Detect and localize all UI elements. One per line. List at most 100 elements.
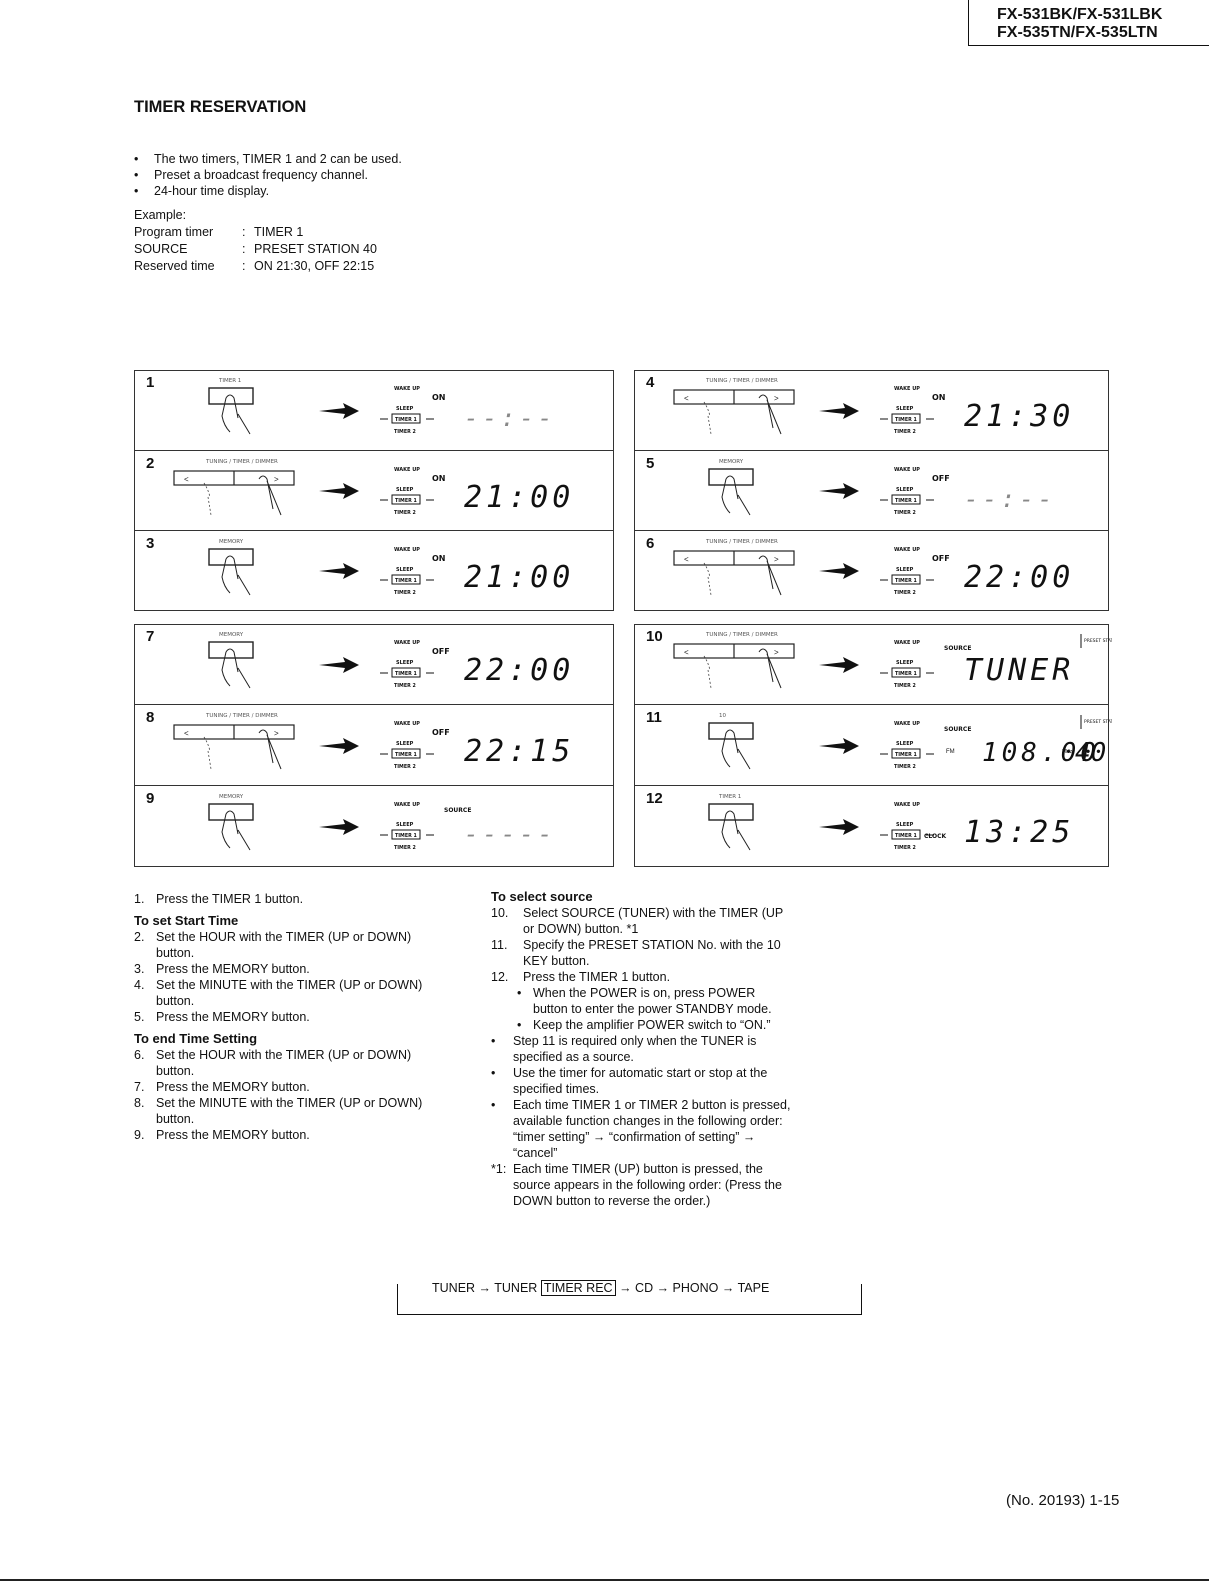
steps-right-column: To select source 10.Select SOURCE (TUNER… bbox=[491, 889, 793, 1209]
model-line-2: FX-535TN/FX-535LTN bbox=[997, 24, 1158, 41]
display-indicator: TIMER 2 bbox=[894, 764, 916, 770]
illustration-frame-bottom-right bbox=[634, 624, 1109, 867]
display-indicator: SLEEP bbox=[896, 660, 914, 666]
bottom-rule bbox=[0, 1579, 1209, 1581]
note-bullet: Each time TIMER 1 or TIMER 2 button is p… bbox=[491, 1097, 793, 1129]
display-indicator: TIMER 2 bbox=[394, 510, 416, 516]
unit-indicator: MHz bbox=[1062, 749, 1073, 755]
button-caption: MEMORY bbox=[719, 459, 744, 465]
display-digits: 21:00 bbox=[464, 480, 574, 515]
display-digits: 22:00 bbox=[964, 560, 1074, 595]
example-value: ON 21:30, OFF 22:15 bbox=[254, 259, 375, 273]
button-press-illustration: TUNING / TIMER / DIMMER<> bbox=[173, 713, 295, 770]
example-row: Reserved time : ON 21:30, OFF 22:15 bbox=[134, 258, 377, 275]
display-mode: ON bbox=[432, 393, 446, 402]
illustration-frame-bottom-left bbox=[134, 624, 614, 867]
step-text: Set the MINUTE with the TIMER (UP or DOW… bbox=[156, 1096, 423, 1126]
display-mode: SOURCE bbox=[444, 807, 471, 814]
step-5: 5.Press the MEMORY button. bbox=[134, 1010, 310, 1024]
feature-item: Preset a broadcast frequency channel. bbox=[134, 167, 402, 183]
step-12-note: Keep the amplifier POWER switch to “ON.” bbox=[491, 1017, 793, 1033]
display-indicator: SLEEP bbox=[896, 741, 914, 747]
footnote-1: *1:Each time TIMER (UP) button is presse… bbox=[491, 1161, 793, 1209]
footnote-mark: *1: bbox=[491, 1162, 507, 1176]
example-sep: : bbox=[242, 225, 246, 239]
display-indicator: TIMER 2 bbox=[894, 429, 916, 435]
display-indicator: TIMER 1 bbox=[395, 671, 417, 677]
display-mode: OFF bbox=[932, 474, 950, 483]
step-12-note: When the POWER is on, press POWER button… bbox=[491, 985, 793, 1017]
display-mode: OFF bbox=[432, 647, 450, 656]
svg-text:<: < bbox=[684, 555, 689, 564]
step-2: 2.Set the HOUR with the TIMER (UP or DOW… bbox=[134, 930, 412, 960]
display-indicator: WAKE UP bbox=[894, 467, 920, 473]
station-number: 40 bbox=[1075, 738, 1106, 768]
button-press-illustration: 10 bbox=[708, 713, 754, 770]
display-indicator: TIMER 1 bbox=[395, 752, 417, 758]
svg-text:>: > bbox=[774, 648, 779, 657]
step-text: Select SOURCE (TUNER) with the TIMER (UP… bbox=[523, 906, 784, 936]
step-6: 6.Set the HOUR with the TIMER (UP or DOW… bbox=[134, 1048, 412, 1078]
step-text: Set the MINUTE with the TIMER (UP or DOW… bbox=[156, 978, 423, 1008]
display-indicator: TIMER 1 bbox=[395, 578, 417, 584]
display-mode: SOURCE bbox=[944, 726, 971, 733]
panel-number: 5 bbox=[646, 455, 655, 472]
display-indicator: TIMER 1 bbox=[895, 671, 917, 677]
step-9: 9.Press the MEMORY button. bbox=[134, 1128, 310, 1142]
step-text: Press the TIMER 1 button. bbox=[523, 970, 671, 984]
page-number: (No. 20193) 1-15 bbox=[1006, 1492, 1120, 1509]
display-digits: TUNER bbox=[964, 653, 1074, 688]
display-mode: CLOCK bbox=[924, 833, 947, 840]
display-indicator: SLEEP bbox=[896, 567, 914, 573]
display-mode: OFF bbox=[932, 554, 950, 563]
display-mode: OFF bbox=[432, 728, 450, 737]
button-press-illustration: MEMORY bbox=[208, 632, 254, 689]
display-indicator: TIMER 1 bbox=[895, 417, 917, 423]
display-digits: --:-- bbox=[964, 485, 1056, 513]
example-value: TIMER 1 bbox=[254, 225, 304, 239]
svg-text:>: > bbox=[774, 394, 779, 403]
panel-number: 8 bbox=[146, 709, 155, 726]
model-number-box: FX-531BK/FX-531LBK FX-535TN/FX-535LTN bbox=[968, 0, 1209, 46]
band-indicator: FM bbox=[946, 749, 955, 755]
display-indicator: SLEEP bbox=[396, 567, 414, 573]
display-indicator: TIMER 2 bbox=[394, 845, 416, 851]
example-sep: : bbox=[242, 259, 246, 273]
svg-text:>: > bbox=[274, 729, 279, 738]
right-arrow-icon bbox=[819, 563, 859, 579]
illustration-frame-top-right bbox=[634, 370, 1109, 611]
svg-text:<: < bbox=[184, 729, 189, 738]
display-indicator: WAKE UP bbox=[394, 640, 420, 646]
function-order: “timer setting” → “confirmation of setti… bbox=[513, 1130, 756, 1160]
right-arrow-icon bbox=[319, 818, 359, 835]
preset-station-indicator: PRESET STATION bbox=[1084, 638, 1112, 644]
step-text: Press the MEMORY button. bbox=[156, 1080, 310, 1094]
step-text: Specify the PRESET STATION No. with the … bbox=[523, 938, 781, 968]
source-order-timer-rec: TIMER REC bbox=[540, 1280, 616, 1296]
example-block: Example: Program timer : TIMER 1 SOURCE … bbox=[134, 207, 377, 275]
display-indicator: TIMER 2 bbox=[394, 683, 416, 689]
button-caption: MEMORY bbox=[219, 794, 244, 800]
step-1: 1.Press the TIMER 1 button. bbox=[134, 892, 304, 906]
source-order-part-b: → CD → PHONO → TAPE bbox=[619, 1281, 770, 1295]
panel-number: 1 bbox=[146, 374, 155, 391]
panel-number: 11 bbox=[646, 709, 662, 726]
right-arrow-icon bbox=[819, 656, 859, 673]
button-press-illustration: TIMER 1 bbox=[708, 794, 754, 851]
display-digits: 13:25 bbox=[964, 815, 1074, 850]
example-heading: Example: bbox=[134, 208, 187, 222]
step-4: 4.Set the MINUTE with the TIMER (UP or D… bbox=[134, 978, 423, 1008]
display-indicator: WAKE UP bbox=[894, 640, 920, 646]
display-indicator: WAKE UP bbox=[894, 802, 920, 808]
display-indicator: SLEEP bbox=[396, 660, 414, 666]
button-caption: MEMORY bbox=[219, 632, 244, 638]
display-indicator: TIMER 2 bbox=[894, 845, 916, 851]
